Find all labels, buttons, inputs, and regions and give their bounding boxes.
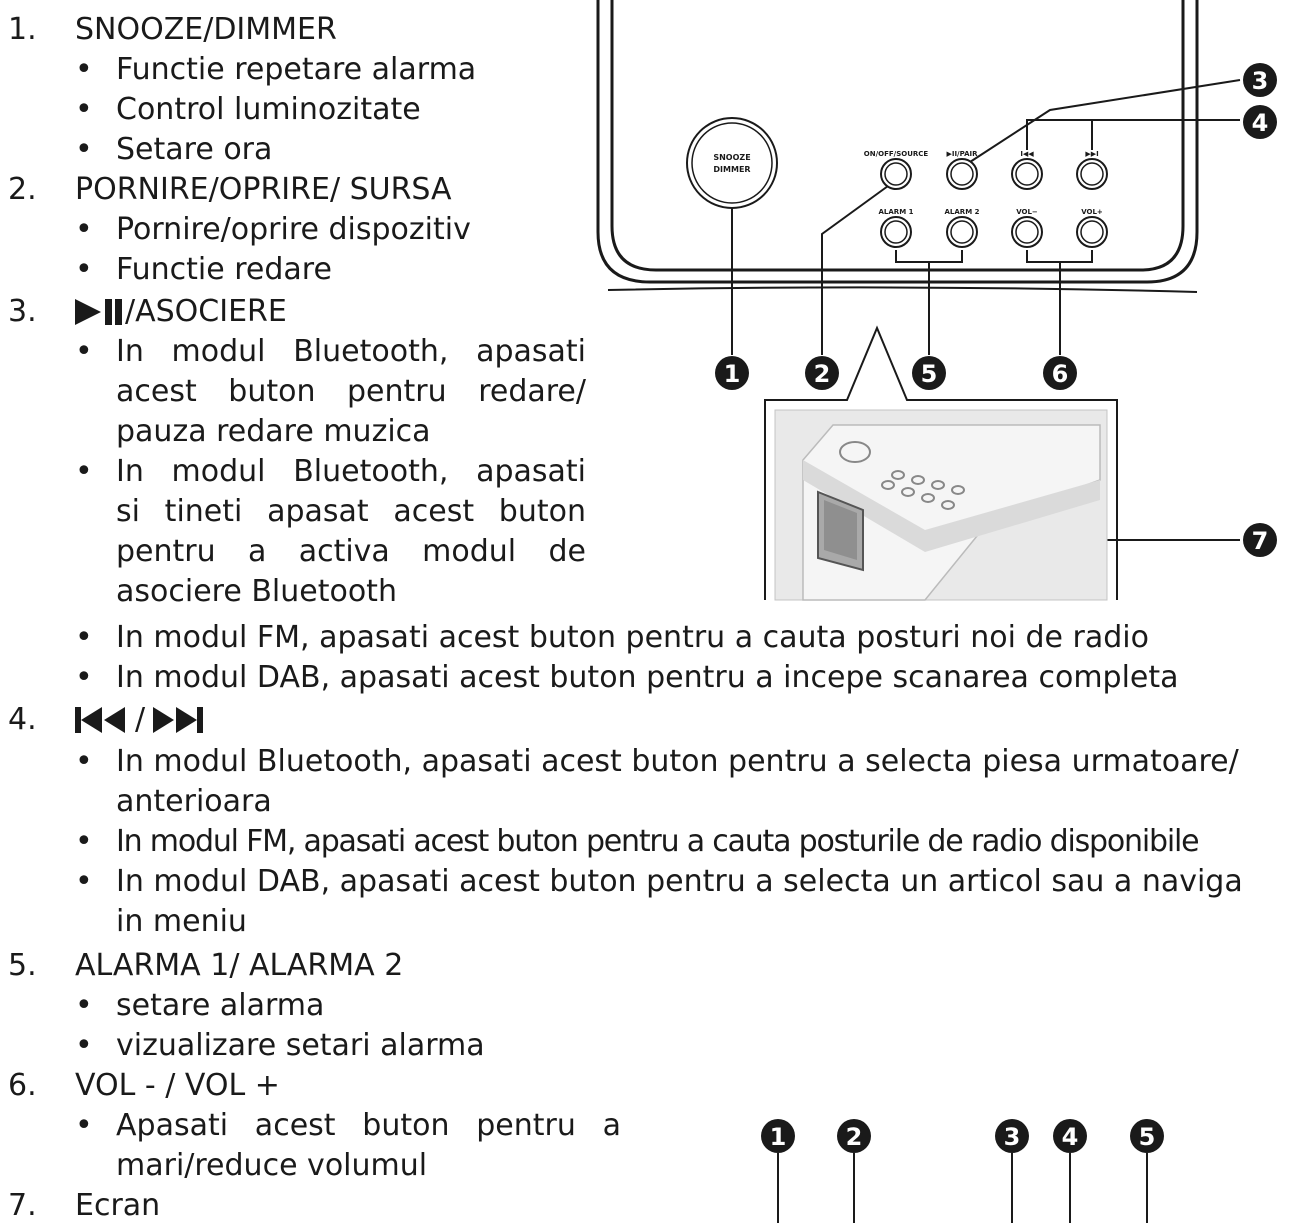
callout-4: 4 xyxy=(1243,105,1277,139)
vol-minus-label: VOL− xyxy=(1016,208,1038,216)
item-3-bullet-1-line-2: acest buton pentru redare/ xyxy=(116,374,586,409)
item-3-bullet-2-line-3: pentru a activa modul de xyxy=(116,534,586,569)
item-4-bullet-1-line-2: anterioara xyxy=(116,784,272,819)
item-3-bullet-1-line-1: In modul Bluetooth, apasati xyxy=(116,334,586,369)
snooze-dimmer-button: SNOOZE DIMMER xyxy=(686,117,778,209)
svg-text:7: 7 xyxy=(1252,527,1269,555)
callout-2: 2 xyxy=(805,356,839,390)
item-5-bullet-2: vizualizare setari alarma xyxy=(116,1028,485,1063)
dimmer-label: DIMMER xyxy=(713,165,750,174)
item-6-number: 6. xyxy=(8,1068,37,1103)
item-3-bullet-2-line-1: In modul Bluetooth, apasati xyxy=(116,454,586,489)
snooze-label: SNOOZE xyxy=(713,153,750,162)
bullet-dot: • xyxy=(75,252,93,287)
next-track-icon xyxy=(153,707,204,733)
item-4-bullet-3-line-2: in meniu xyxy=(116,904,247,939)
svg-text:1: 1 xyxy=(724,360,741,388)
on-off-source-label: ON/OFF/SOURCE xyxy=(864,150,929,158)
item-3-bullet-1-line-3: pauza redare muzica xyxy=(116,414,431,449)
play-pause-pair-label: ▶II/PAIR xyxy=(946,150,978,158)
callout-7: 7 xyxy=(1243,523,1277,557)
item-4-title-row: / xyxy=(75,700,205,740)
bullet-dot: • xyxy=(75,824,93,859)
bottom-callout-4: 4 xyxy=(1053,1119,1087,1153)
svg-text:4: 4 xyxy=(1062,1123,1079,1151)
item-1-title: SNOOZE/DIMMER xyxy=(75,12,337,47)
item-6-bullet-1-line-1: Apasati acest buton pentru a xyxy=(116,1108,621,1143)
svg-text:3: 3 xyxy=(1252,67,1269,95)
callout-6: 6 xyxy=(1043,356,1077,390)
alarm2-label: ALARM 2 xyxy=(945,208,980,216)
item-5-title: ALARMA 1/ ALARMA 2 xyxy=(75,948,404,983)
bottom-button-row: ALARM 1 ALARM 2 VOL− VOL+ xyxy=(879,208,1108,248)
bullet-dot: • xyxy=(75,1028,93,1063)
bullet-dot: • xyxy=(75,864,93,899)
item-2-bullet-1: Pornire/oprire dispozitiv xyxy=(116,212,471,247)
item-3-bullet-3: In modul FM, apasati acest buton pentru … xyxy=(116,620,1149,655)
callout-1: 1 xyxy=(715,356,749,390)
item-6-title: VOL - / VOL + xyxy=(75,1068,280,1103)
bullet-dot: • xyxy=(75,212,93,247)
svg-text:2: 2 xyxy=(814,360,831,388)
bottom-callouts: 1 2 3 4 5 xyxy=(761,1119,1164,1223)
bullet-dot: • xyxy=(75,92,93,127)
alarm1-label: ALARM 1 xyxy=(879,208,914,216)
vol-plus-label: VOL+ xyxy=(1081,208,1103,216)
item-3-number: 3. xyxy=(8,294,37,329)
item-1-bullet-3: Setare ora xyxy=(116,132,273,167)
bullet-dot: • xyxy=(75,988,93,1023)
item-3-bullet-2-line-2: si tineti apasat acest buton xyxy=(116,494,586,529)
item-2-bullet-2: Functie redare xyxy=(116,252,332,287)
zoom-callout xyxy=(764,325,1118,601)
item-3-title: /ASOCIERE xyxy=(125,294,287,329)
svg-text:5: 5 xyxy=(1139,1123,1156,1151)
item-6-bullet-1-line-2: mari/reduce volumul xyxy=(116,1148,428,1183)
bottom-callout-1: 1 xyxy=(761,1119,795,1153)
top-button-row: ON/OFF/SOURCE ▶II/PAIR I◀◀ ▶▶I xyxy=(864,150,1108,190)
item-4-bullet-2: In modul FM, apasati acest buton pentru … xyxy=(116,824,1200,859)
previous-track-icon xyxy=(75,707,125,733)
svg-text:4: 4 xyxy=(1252,109,1269,137)
svg-text:5: 5 xyxy=(921,360,938,388)
item-4-bullet-1-line-1: In modul Bluetooth, apasati acest buton … xyxy=(116,744,1239,779)
play-pause-icon xyxy=(75,299,122,325)
callout-markers: 1 2 5 6 3 4 7 xyxy=(715,63,1277,557)
bullet-dot: • xyxy=(75,334,93,369)
bottom-callout-3: 3 xyxy=(995,1119,1029,1153)
item-4-title: / xyxy=(135,702,146,737)
svg-text:3: 3 xyxy=(1004,1123,1021,1151)
item-4-bullet-3-line-1: In modul DAB, apasati acest buton pentru… xyxy=(116,864,1243,899)
item-7-title: Ecran xyxy=(75,1188,161,1223)
item-3-bullet-2-line-4: asociere Bluetooth xyxy=(116,574,397,609)
item-3-title-row: /ASOCIERE xyxy=(75,292,287,332)
next-label: ▶▶I xyxy=(1085,150,1098,158)
device-body-outline xyxy=(596,0,1199,293)
bullet-dot: • xyxy=(75,744,93,779)
callout-5: 5 xyxy=(912,356,946,390)
item-2-title: PORNIRE/OPRIRE/ SURSA xyxy=(75,172,452,207)
bullet-dot: • xyxy=(75,454,93,489)
svg-text:2: 2 xyxy=(846,1123,863,1151)
bullet-dot: • xyxy=(75,52,93,87)
callout-3: 3 xyxy=(1243,63,1277,97)
bottom-callout-2: 2 xyxy=(837,1119,871,1153)
item-1-bullet-1: Functie repetare alarma xyxy=(116,52,477,87)
bullet-dot: • xyxy=(75,1108,93,1143)
item-5-number: 5. xyxy=(8,948,37,983)
item-1-number: 1. xyxy=(8,12,37,47)
item-1-bullet-2: Control luminozitate xyxy=(116,92,421,127)
bullet-dot: • xyxy=(75,620,93,655)
item-5-bullet-1: setare alarma xyxy=(116,988,325,1023)
svg-text:6: 6 xyxy=(1052,360,1069,388)
prev-label: I◀◀ xyxy=(1020,150,1034,158)
item-2-number: 2. xyxy=(8,172,37,207)
svg-text:1: 1 xyxy=(770,1123,787,1151)
item-4-number: 4. xyxy=(8,702,37,737)
item-3-bullet-4: In modul DAB, apasati acest buton pentru… xyxy=(116,660,1179,695)
bullet-dot: • xyxy=(75,660,93,695)
bullet-dot: • xyxy=(75,132,93,167)
item-7-number: 7. xyxy=(8,1188,37,1223)
bottom-callout-5: 5 xyxy=(1130,1119,1164,1153)
